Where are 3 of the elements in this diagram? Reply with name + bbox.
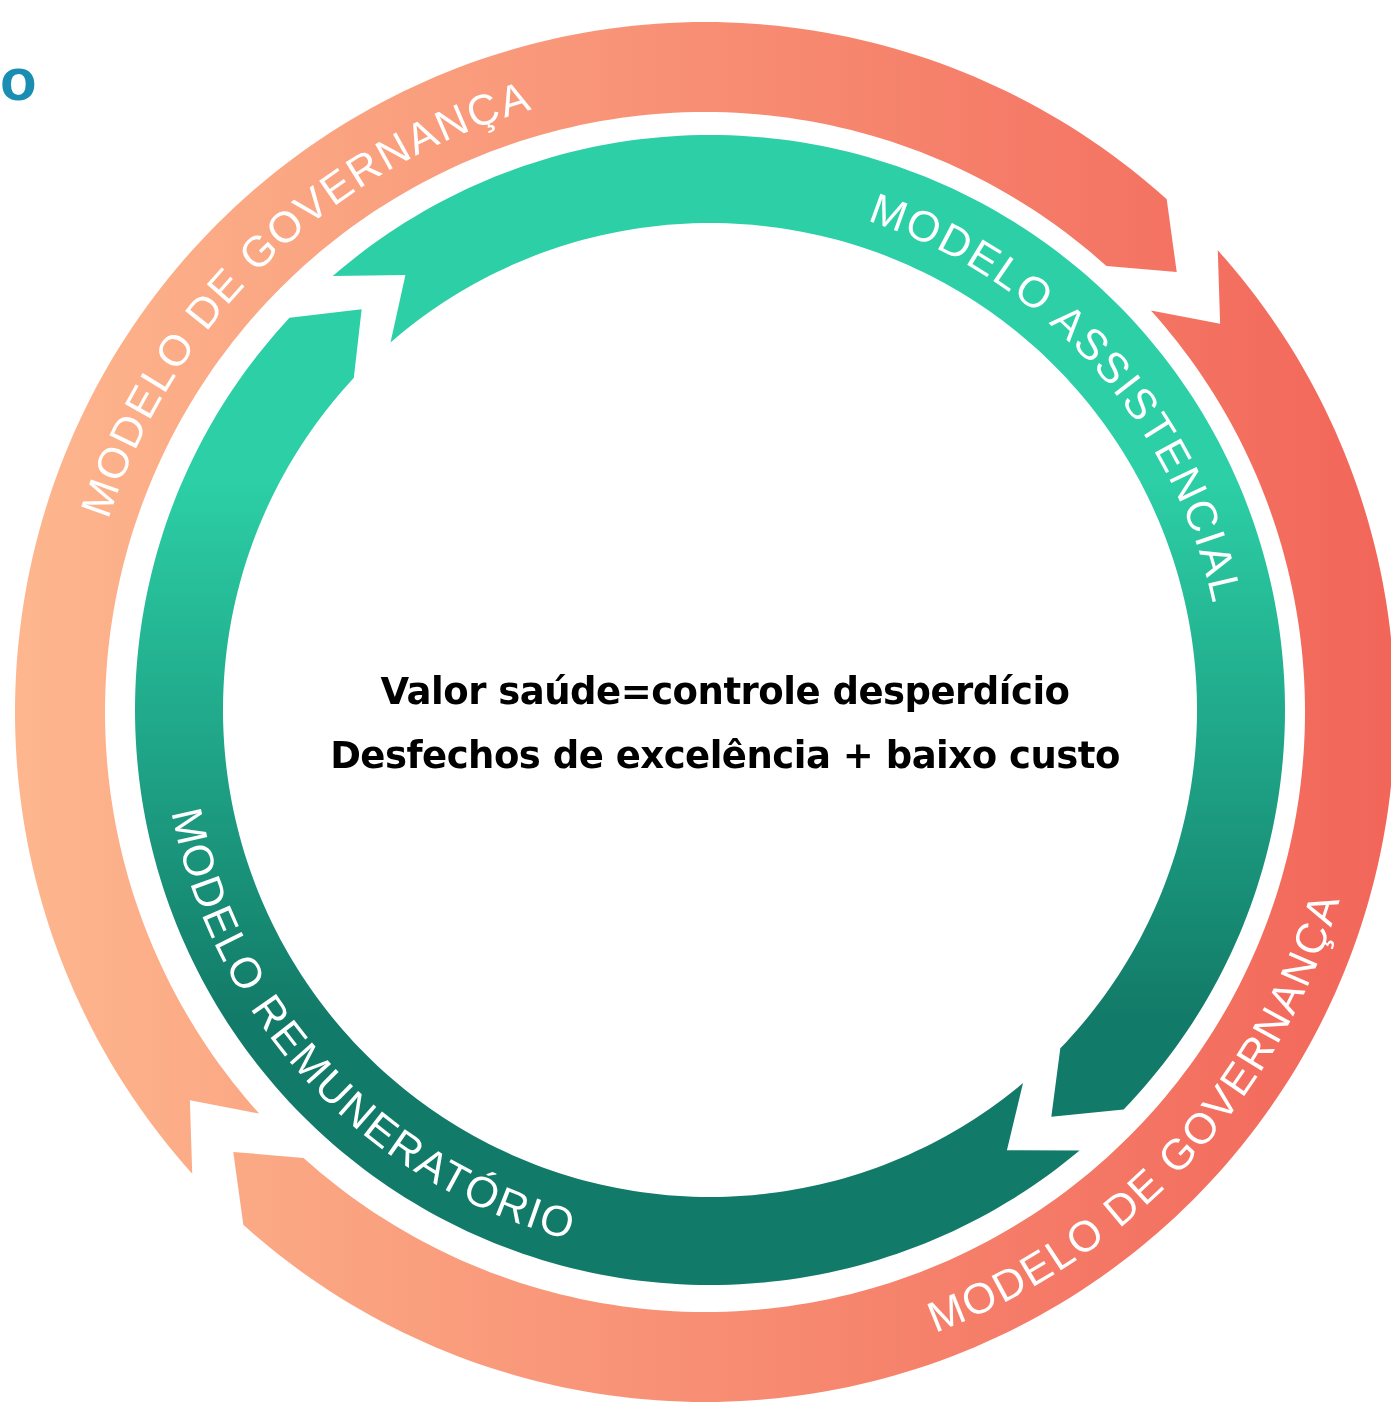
- center-text: Desfechos de excelência + baixo custo: [329, 733, 1121, 779]
- center-text: Valor saúde=controle desperdício: [379, 669, 1071, 715]
- title-fragment: o: [0, 50, 37, 110]
